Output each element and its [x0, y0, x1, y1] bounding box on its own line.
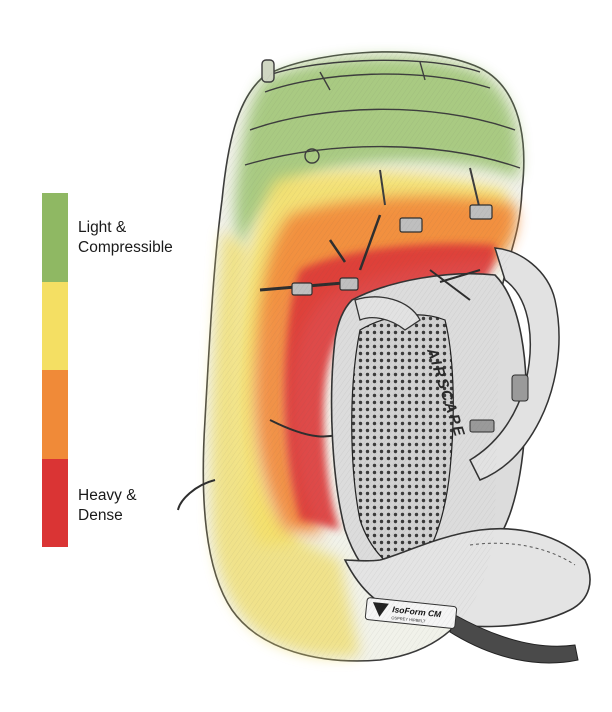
legend-swatch-light	[42, 193, 68, 282]
legend-swatch-medium-light	[42, 282, 68, 370]
hipbelt-strap	[449, 614, 579, 664]
shoulder-strap-right	[469, 247, 560, 481]
legend-label-heavy: Heavy & Dense	[78, 486, 218, 526]
legend-label-light-line1: Light &	[78, 219, 127, 236]
legend-label-heavy-line1: Heavy &	[78, 487, 137, 504]
legend-label-heavy-line2: Dense	[78, 507, 123, 524]
legend-swatch-heavy	[42, 459, 68, 547]
legend-swatch-medium-heavy	[42, 370, 68, 459]
legend-label-light: Light & Compressible	[78, 218, 218, 258]
texture-overlay	[203, 51, 524, 661]
legend-label-light-line2: Compressible	[78, 239, 173, 256]
